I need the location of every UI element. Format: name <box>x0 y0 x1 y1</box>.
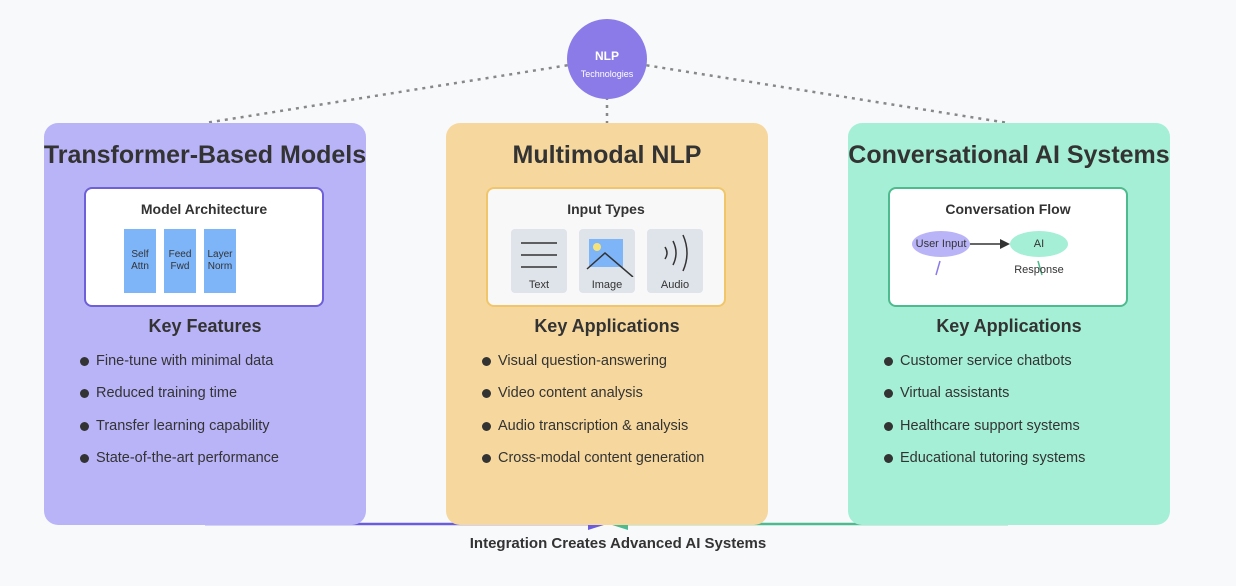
list-item: Visual question-answering <box>482 351 704 383</box>
feature-list: Fine-tune with minimal data Reduced trai… <box>80 351 279 480</box>
connector-right <box>606 57 1009 125</box>
list-item: State-of-the-art performance <box>80 448 279 480</box>
card-title: Multimodal NLP <box>512 141 702 169</box>
image-type: Image <box>579 229 635 293</box>
section-title: Key Applications <box>936 316 1082 336</box>
type-label: Audio <box>660 279 690 291</box>
list-item: Video content analysis <box>482 383 704 415</box>
conversation-flow-panel: Conversation Flow User Input AI Response <box>888 187 1128 307</box>
hub-title: NLP <box>595 49 619 63</box>
list-item: Transfer learning capability <box>80 416 279 448</box>
type-label: Text <box>528 279 550 291</box>
list-item: Virtual assistants <box>884 383 1085 415</box>
list-item: Cross-modal content generation <box>482 448 704 480</box>
application-list: Visual question-answering Video content … <box>482 351 704 480</box>
card-multimodal: Multimodal NLP Input Types Text Image <box>446 123 768 525</box>
ai-response-node: AI Response <box>1010 231 1068 276</box>
card-transformer: Transformer-Based Models Model Architect… <box>44 123 366 525</box>
list-item: Educational tutoring systems <box>884 448 1085 480</box>
image-icon <box>586 239 634 278</box>
list-item: Healthcare support systems <box>884 416 1085 448</box>
input-types-panel: Input Types Text Image Audio <box>486 187 726 307</box>
section-title: Key Features <box>148 316 262 336</box>
section-title: Key Applications <box>534 316 680 336</box>
integration-label: Integration Creates Advanced AI Systems <box>469 535 767 552</box>
text-type: Text <box>511 229 567 293</box>
list-item: Reduced training time <box>80 383 279 415</box>
block-layer-norm: Layer Norm <box>204 229 236 293</box>
type-label: Image <box>591 279 623 291</box>
nlp-hub: NLP Technologies <box>567 19 647 99</box>
flow-arrow <box>935 239 1043 276</box>
list-item: Customer service chatbots <box>884 351 1085 383</box>
card-title: Transformer-Based Models <box>43 141 367 169</box>
panel-title: Conversation Flow <box>945 201 1071 217</box>
audio-type: Audio <box>647 229 703 293</box>
model-architecture-panel: Model Architecture Self Attn Feed Fwd La… <box>84 187 324 307</box>
panel-title: Input Types <box>567 201 645 217</box>
panel-title: Model Architecture <box>140 201 268 217</box>
hub-subtitle: Technologies <box>580 69 634 79</box>
user-input-node: User Input <box>912 231 970 257</box>
application-list: Customer service chatbots Virtual assist… <box>884 351 1085 480</box>
audio-icon <box>664 234 688 272</box>
block-self-attn: Self Attn <box>124 229 156 293</box>
text-icon <box>521 242 557 268</box>
card-title: Conversational AI Systems <box>848 141 1170 169</box>
list-item: Audio transcription & analysis <box>482 416 704 448</box>
connector-left <box>204 57 608 125</box>
block-feed-fwd: Feed Fwd <box>164 229 196 293</box>
list-item: Fine-tune with minimal data <box>80 351 279 383</box>
card-conversational: Conversational AI Systems Conversation F… <box>848 123 1170 525</box>
